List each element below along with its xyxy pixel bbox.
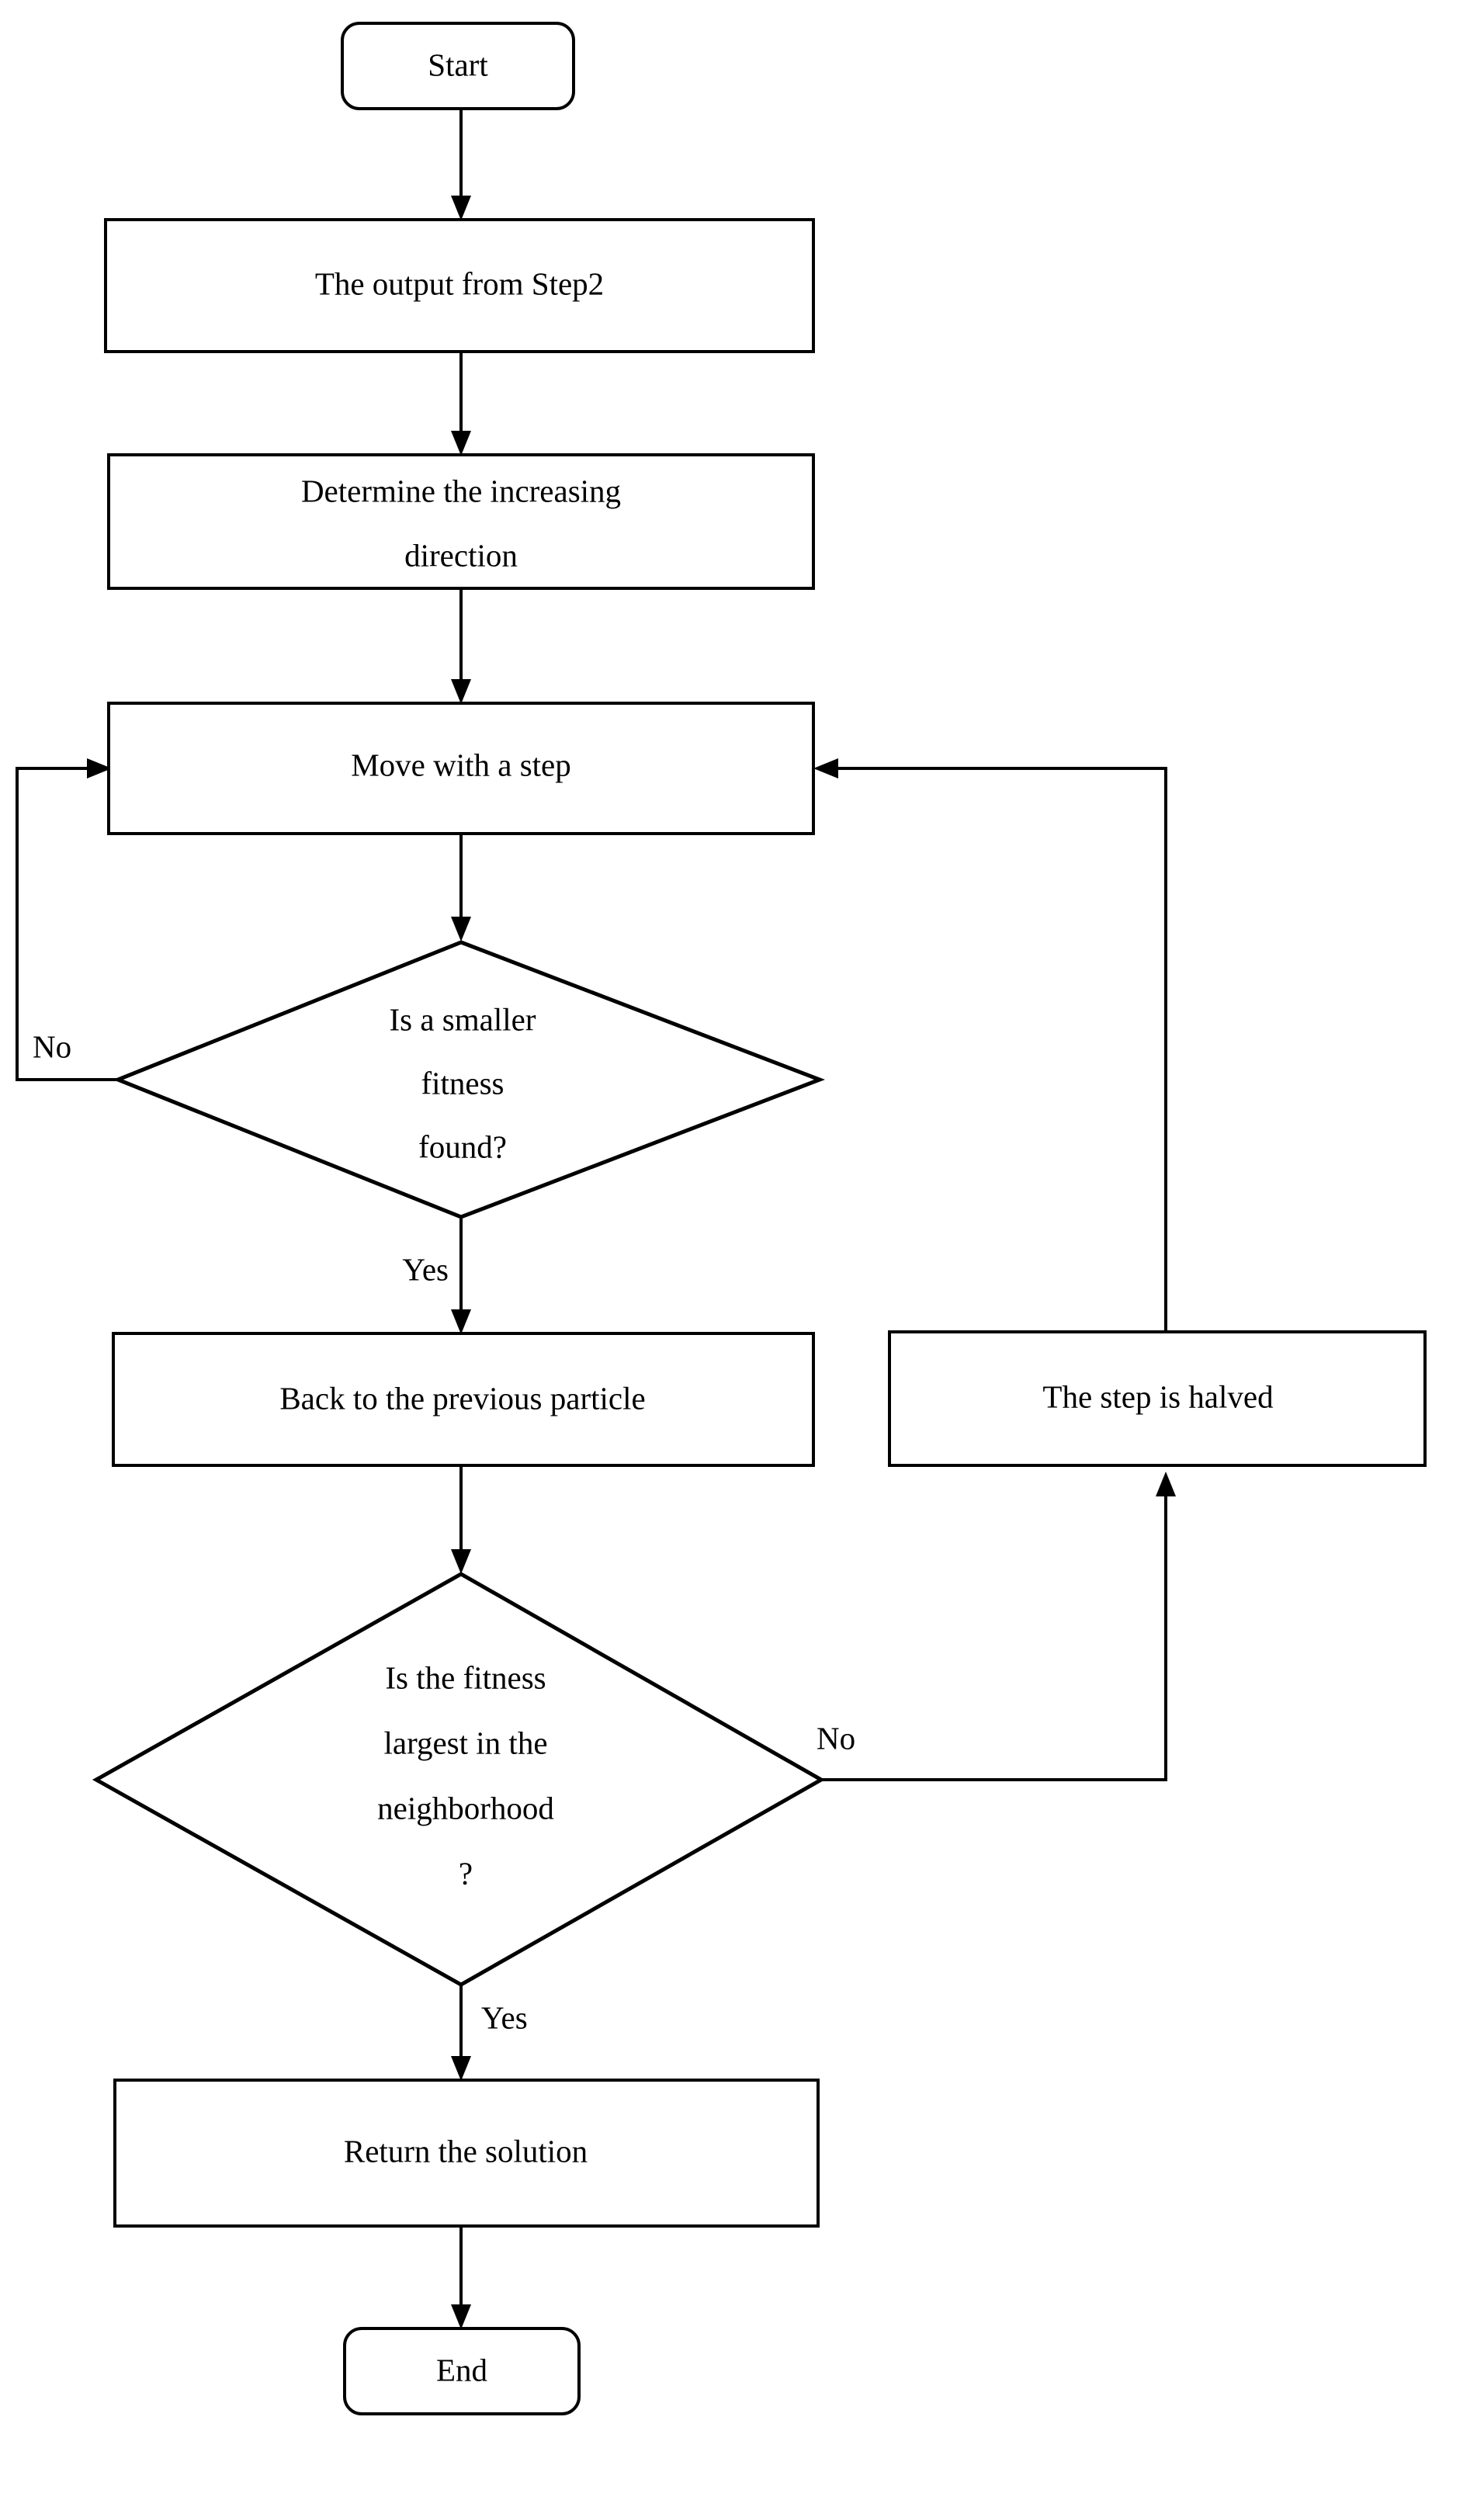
edge-label-decision2-yes: Yes (481, 1999, 528, 2035)
node-move-step-label: Move with a step (351, 747, 571, 782)
node-decision-smaller-fitness-line1: Is a smaller (390, 1001, 536, 1037)
node-decision-largest-neighborhood[interactable]: Is the fitness largest in the neighborho… (92, 1572, 826, 1987)
edge-label-decision1-no: No (33, 1028, 71, 1064)
edge-back-to-decision2 (451, 1465, 471, 1574)
node-step-halved[interactable]: The step is halved (888, 1330, 1427, 1467)
node-determine-direction-label-line2: direction (404, 537, 518, 573)
node-back-particle-label: Back to the previous particle (279, 1380, 645, 1416)
edge-halved-to-move (813, 758, 1167, 1332)
node-input-step2[interactable]: The output from Step2 (104, 218, 815, 353)
node-determine-direction[interactable]: Determine the increasing direction (107, 453, 815, 590)
node-decision-largest-line3: neighborhood (377, 1790, 554, 1826)
node-step-halved-label: The step is halved (1042, 1378, 1273, 1414)
edge-label-decision1-yes: Yes (402, 1251, 449, 1287)
edge-label-decision2-no: No (817, 1720, 855, 1756)
node-decision-smaller-fitness-line3: found? (418, 1129, 507, 1164)
edge-decision1-yes (451, 1217, 471, 1334)
node-end[interactable]: End (343, 2327, 581, 2415)
node-determine-direction-label-line1: Determine the increasing (301, 473, 621, 508)
edge-move-to-decision1 (451, 833, 471, 941)
node-decision-largest-line2: largest in the (383, 1725, 547, 1760)
edge-decision1-no-loop (16, 758, 118, 1081)
node-end-label: End (436, 2352, 487, 2387)
node-decision-largest-line1: Is the fitness (385, 1659, 546, 1695)
node-decision-smaller-fitness[interactable]: Is a smaller fitness found? (113, 940, 825, 1219)
edge-decision2-no (821, 1472, 1176, 1781)
edge-return-to-end (451, 2226, 471, 2329)
edge-decision2-yes (451, 1984, 471, 2081)
node-start-label: Start (428, 47, 488, 82)
node-return-solution-label: Return the solution (344, 2133, 588, 2169)
edge-output-to-determine (451, 351, 471, 456)
node-return-solution[interactable]: Return the solution (113, 2079, 820, 2228)
node-decision-smaller-fitness-line2: fitness (421, 1065, 504, 1101)
edge-determine-to-move (451, 588, 471, 704)
edge-start-to-output (451, 109, 471, 220)
node-decision-largest-line4: ? (459, 1855, 473, 1891)
node-back-particle[interactable]: Back to the previous particle (112, 1332, 815, 1467)
node-move-step[interactable]: Move with a step (107, 702, 815, 835)
node-start[interactable]: Start (341, 22, 575, 110)
node-input-step2-label: The output from Step2 (315, 265, 604, 301)
